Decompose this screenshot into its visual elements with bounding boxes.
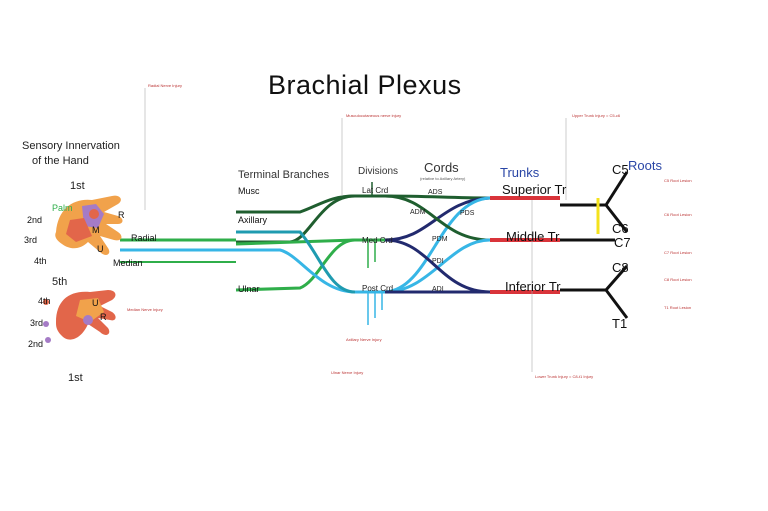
bottom-digit-3rd: 3rd	[30, 318, 44, 328]
root-c5-line	[604, 171, 629, 206]
roots-heading: Roots	[628, 158, 662, 173]
dorsum-hand-illustration	[43, 290, 116, 343]
root-c8-label: C8	[612, 260, 629, 275]
inferior-trunk-label: Inferior Tr	[505, 279, 561, 294]
top-hand-caption: 1st	[70, 180, 85, 192]
root-c8-line	[604, 265, 629, 291]
bottom-digit-4th: 4th	[38, 296, 51, 306]
division-adm-label: ADM	[410, 209, 426, 216]
root-c6-line	[604, 204, 629, 233]
median-injury-note: Median Nerve Injury	[127, 307, 163, 312]
division-pdi-label: PDI	[432, 258, 444, 265]
division-lat-from-middle	[384, 194, 491, 242]
ulnar-nerve-label: Ulnar	[238, 284, 260, 294]
axillary-nerve-line	[236, 230, 356, 294]
root-t1-line	[604, 289, 629, 319]
c5-root-lesion-note: C5 Root Lesion	[664, 178, 692, 183]
sensory-title-line1: Sensory Innervation	[22, 140, 120, 152]
axillary-nerve-label: Axillary	[238, 215, 268, 225]
ulnar-nerve-line	[235, 238, 356, 292]
median-nerve-label: Median	[113, 258, 143, 268]
musc-nerve-label: Musc	[238, 186, 260, 196]
division-pds-label: PDS	[460, 210, 475, 217]
top-region-r: R	[118, 210, 125, 220]
division-ads-label: ADS	[428, 189, 443, 196]
trunks-heading: Trunks	[500, 165, 540, 180]
c8-root-lesion-note: C8 Root Lesion	[664, 277, 692, 282]
medial-cord-label: Med Crd	[362, 236, 393, 245]
terminal-branches-heading: Terminal Branches	[238, 169, 330, 181]
root-t1-label: T1	[612, 316, 628, 331]
posterior-cord-label: Post Crd	[362, 284, 394, 293]
axillary-injury-note: Axillary Nerve Injury	[346, 337, 382, 342]
bottom-region-r: R	[100, 312, 107, 322]
cords-heading: Cords	[424, 160, 459, 175]
musc-nerve-line	[236, 194, 356, 214]
superior-trunk-label: Superior Tr	[502, 182, 567, 197]
bottom-hand-caption: 1st	[68, 372, 83, 384]
middle-trunk-label: Middle Tr	[506, 229, 560, 244]
division-adi-label: ADI	[432, 286, 444, 293]
division-pdm-label: PDM	[432, 236, 448, 243]
division-pds	[384, 196, 491, 294]
musculocutaneous-injury-note: Musculocutaneous nerve injury	[346, 113, 402, 118]
palm-label: Palm	[52, 203, 73, 213]
lateral-cord-label: Lat Crd	[362, 186, 389, 195]
bottom-digit-2nd: 2nd	[28, 339, 44, 349]
top-digit-3rd: 3rd	[24, 235, 38, 245]
palm-hand-illustration	[55, 195, 123, 255]
root-c5-label: C5	[612, 162, 629, 177]
bottom-hand-fifth: 5th	[52, 276, 68, 288]
page-title: Brachial Plexus	[268, 70, 462, 100]
root-c6-label: C6	[612, 221, 629, 236]
top-digit-4th: 4th	[34, 256, 47, 266]
divisions-heading: Divisions	[358, 166, 399, 177]
top-digit-2nd: 2nd	[27, 215, 43, 225]
root-c7-label: C7	[614, 235, 631, 250]
cords-subheading: (relative to Axillary Artery)	[420, 176, 466, 181]
division-pdi	[384, 238, 491, 294]
division-pdm	[384, 238, 491, 294]
c7-root-lesion-note: C7 Root Lesion	[664, 250, 692, 255]
t1-root-lesion-note: T1 Root Lesion	[664, 305, 692, 310]
top-region-m: M	[92, 225, 100, 235]
upper-trunk-injury-note: Upper Trunk Injury = C5-c6	[572, 113, 621, 118]
radial-nerve-label: Radial	[131, 233, 157, 243]
top-region-u: U	[97, 244, 104, 254]
lower-trunk-injury-note: Lower Trunk Injury = C8-t1 Injury	[535, 374, 594, 379]
ulnar-injury-note: Ulnar Nerve Injury	[331, 370, 364, 375]
radial-injury-note: Radial Nerve Injury	[148, 83, 183, 88]
c6-root-lesion-note: C6 Root Lesion	[664, 212, 692, 217]
sensory-title-line2: of the Hand	[32, 155, 89, 167]
median-medial-root	[235, 238, 356, 246]
bottom-region-u: U	[92, 298, 99, 308]
